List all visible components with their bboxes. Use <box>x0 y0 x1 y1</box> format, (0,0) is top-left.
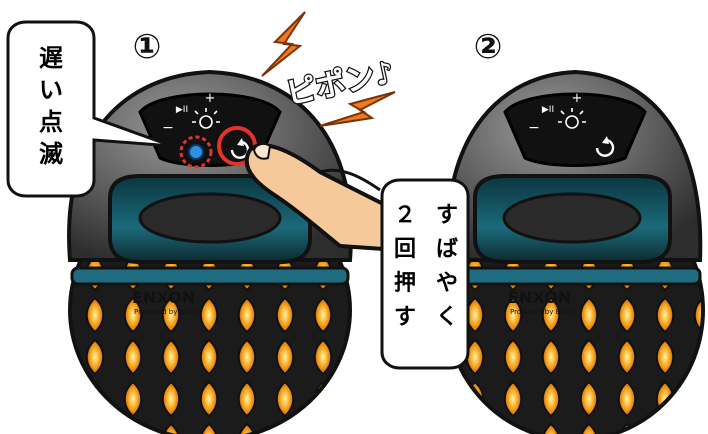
power-button-2[interactable] <box>595 136 615 157</box>
callout-right-c2-2: 回 <box>394 237 416 262</box>
callout-left-char-3: 点 <box>39 108 63 136</box>
callout-right-c2-1: ２ <box>394 203 416 228</box>
brand-sub: Produced by BOOS <box>134 308 200 316</box>
brand-sub-2: Produced by BOOS <box>510 308 576 316</box>
callout-right-c1-4: く <box>436 305 458 330</box>
callout-left-char-2: い <box>39 76 63 104</box>
minus-label-2: − <box>528 120 540 136</box>
blue-led <box>188 144 204 160</box>
light-icon[interactable] <box>192 108 220 129</box>
callout-right-c1-2: ば <box>436 237 458 262</box>
light-icon-2[interactable] <box>558 108 586 129</box>
power-button[interactable] <box>230 138 250 159</box>
callout-right-c2-4: す <box>394 305 416 330</box>
plus-label-2: + <box>572 91 583 106</box>
step-2-number: ② <box>474 27 503 67</box>
play-label-2: ▶II <box>542 105 554 115</box>
brand-logo: ENXON <box>132 288 195 307</box>
callout-right-c2-3: 押 <box>394 270 416 296</box>
speaker-right: + ▶II − ENXON Produced by BOOS <box>445 69 705 434</box>
finger <box>244 142 401 253</box>
led-highlight <box>179 135 213 169</box>
lightning-top <box>261 11 306 77</box>
step-1-number: ① <box>133 27 162 67</box>
callout-right: す ば や く ２ 回 押 す <box>380 178 470 370</box>
plus-label: + <box>205 91 216 106</box>
minus-label: − <box>162 120 174 136</box>
callout-left-char-1: 遅 <box>39 44 63 72</box>
callout-left-char-4: 滅 <box>39 140 63 168</box>
play-label: ▶II <box>176 105 188 115</box>
brand-logo-2: ENXON <box>508 288 571 307</box>
callout-right-c1-3: や <box>436 271 458 296</box>
lightning-bottom <box>319 91 396 127</box>
sound-effect-text: ピポン♪ <box>283 55 397 112</box>
callout-right-c1-1: す <box>436 203 458 228</box>
callout-left: 遅 い 点 滅 <box>6 20 173 198</box>
